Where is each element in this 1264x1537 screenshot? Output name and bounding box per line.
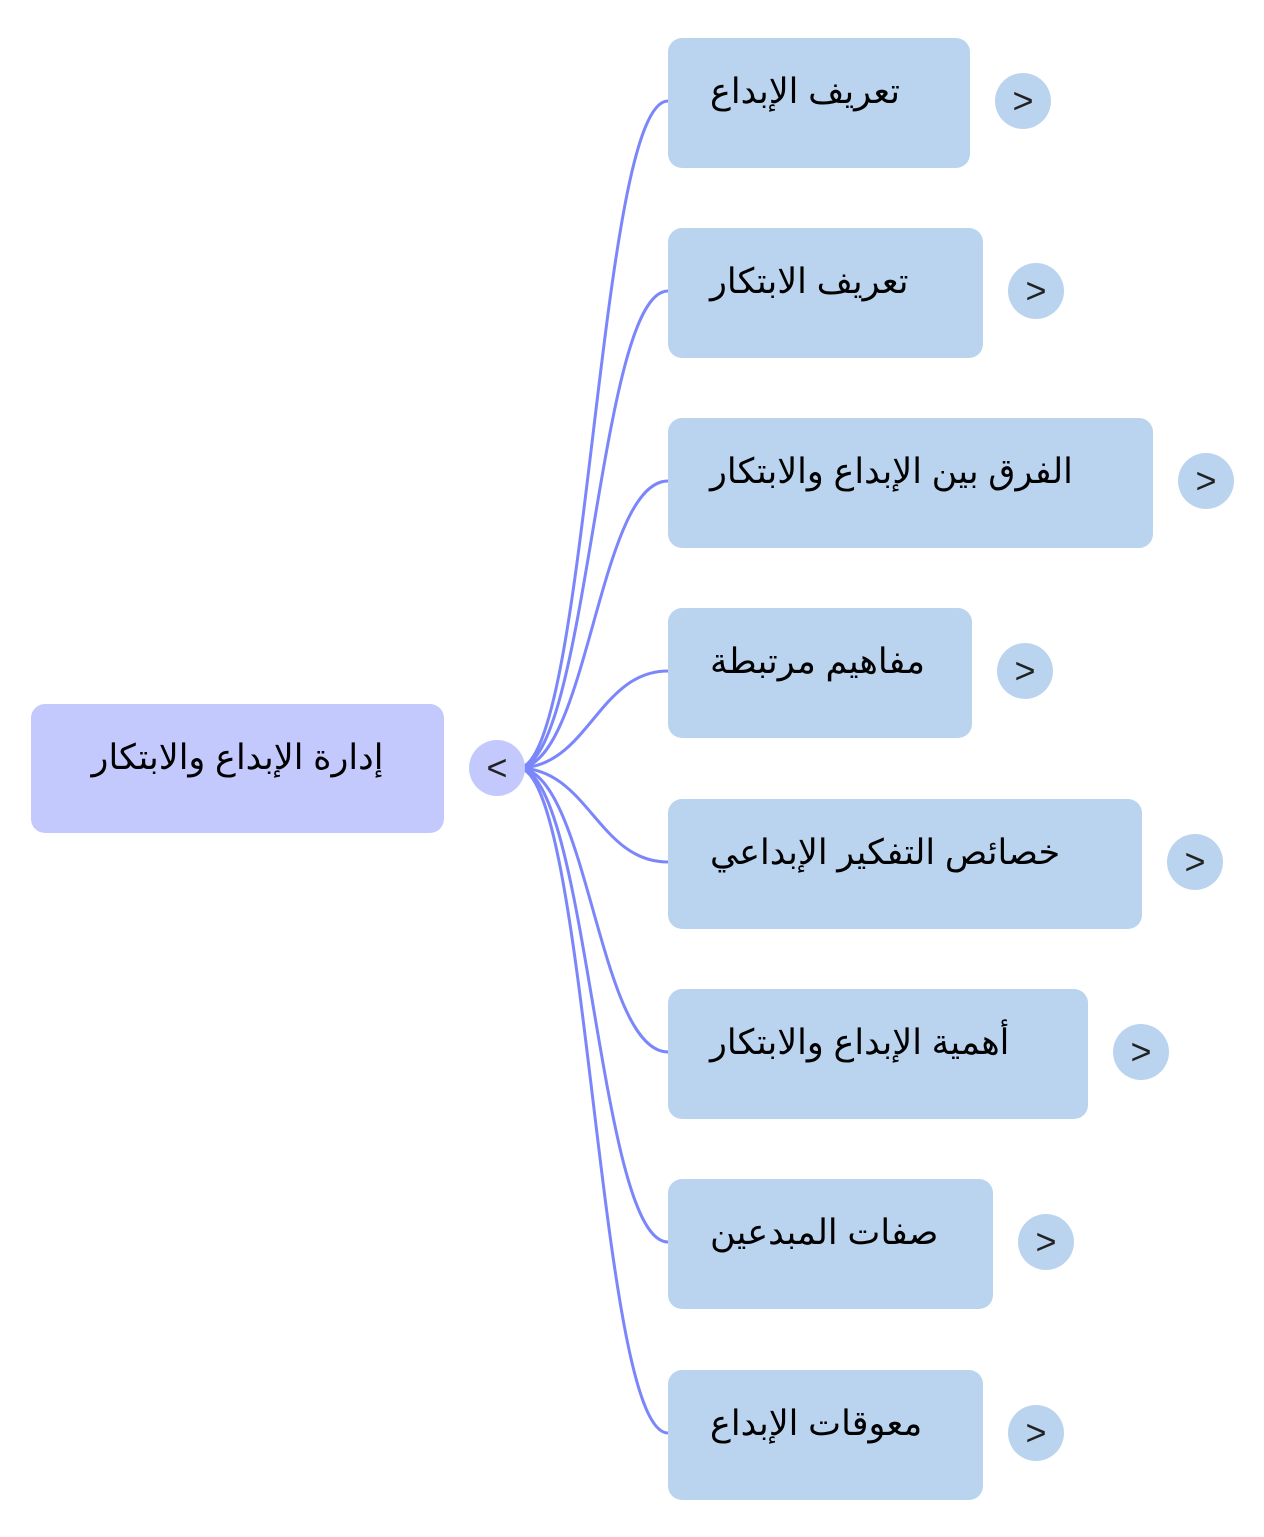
expand-toggle-button[interactable]: > [1167, 834, 1223, 890]
child-node[interactable]: مفاهيم مرتبطة [668, 608, 972, 738]
connector-line [517, 766, 669, 1244]
expand-toggle-button[interactable]: > [1178, 453, 1234, 509]
child-label: معوقات الإبداع [710, 1404, 923, 1443]
expand-toggle-button[interactable]: > [1008, 1405, 1064, 1461]
child-node[interactable]: الفرق بين الإبداع والابتكار [668, 418, 1153, 548]
collapse-toggle-button[interactable]: < [469, 740, 525, 796]
child-label: تعريف الإبداع [710, 72, 901, 111]
expand-toggle-button[interactable]: > [997, 643, 1053, 699]
connector-line [517, 669, 669, 770]
connector-line [517, 479, 669, 770]
connector-line [517, 766, 669, 1435]
root-node[interactable]: إدارة الإبداع والابتكار [31, 704, 444, 833]
connector-line [517, 766, 669, 864]
child-node[interactable]: خصائص التفكير الإبداعي [668, 799, 1142, 929]
connector-line [517, 99, 669, 770]
child-node[interactable]: صفات المبدعين [668, 1179, 993, 1309]
connector-line [517, 766, 669, 1054]
expand-toggle-button[interactable]: > [1008, 263, 1064, 319]
child-label: مفاهيم مرتبطة [710, 642, 925, 681]
child-node[interactable]: أهمية الإبداع والابتكار [668, 989, 1088, 1119]
child-node[interactable]: تعريف الابتكار [668, 228, 983, 358]
child-label: تعريف الابتكار [710, 262, 909, 301]
child-label: صفات المبدعين [710, 1213, 939, 1252]
expand-toggle-button[interactable]: > [1113, 1024, 1169, 1080]
child-node[interactable]: معوقات الإبداع [668, 1370, 983, 1500]
child-label: الفرق بين الإبداع والابتكار [710, 452, 1073, 491]
expand-toggle-button[interactable]: > [995, 73, 1051, 129]
connector-line [517, 289, 669, 770]
child-node[interactable]: تعريف الإبداع [668, 38, 970, 168]
expand-toggle-button[interactable]: > [1018, 1214, 1074, 1270]
child-label: خصائص التفكير الإبداعي [710, 833, 1061, 872]
child-label: أهمية الإبداع والابتكار [710, 1023, 1010, 1062]
root-label: إدارة الإبداع والابتكار [91, 738, 384, 777]
